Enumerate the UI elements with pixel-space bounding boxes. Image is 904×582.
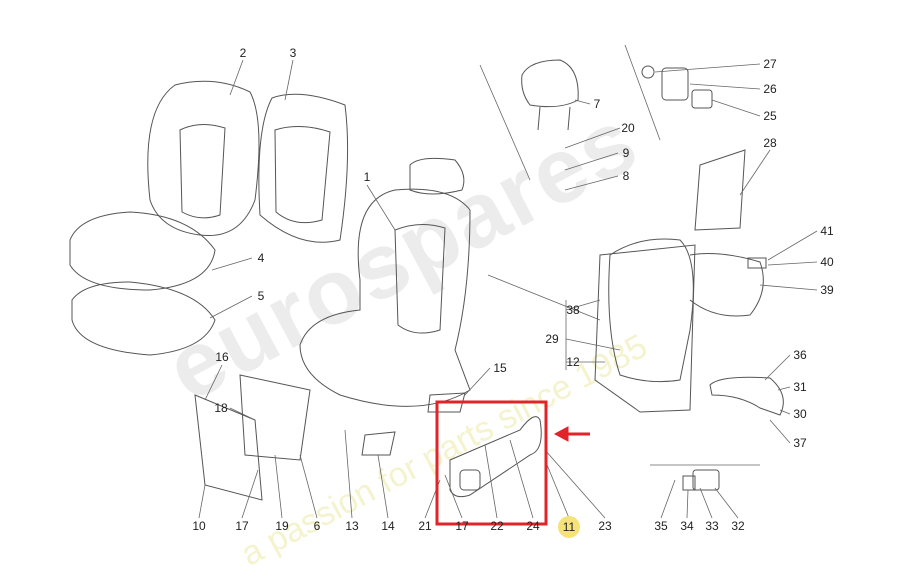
label-part-38[interactable]: 38 <box>566 303 580 317</box>
part-27 <box>641 65 655 79</box>
side-trim-part-11 <box>449 416 542 498</box>
label-part-12[interactable]: 12 <box>566 355 580 369</box>
label-part-14[interactable]: 14 <box>381 519 395 533</box>
part-15 <box>427 392 466 413</box>
label-part-11-highlighted[interactable]: 11 <box>558 516 580 538</box>
label-part-1[interactable]: 1 <box>363 170 371 184</box>
label-part-34[interactable]: 34 <box>680 519 694 533</box>
label-part-7[interactable]: 7 <box>593 97 601 111</box>
seat-assembly-part-1 <box>299 188 471 407</box>
label-part-32[interactable]: 32 <box>731 519 745 533</box>
label-part-33[interactable]: 33 <box>705 519 719 533</box>
label-part-25[interactable]: 25 <box>763 109 777 123</box>
armrest-part-30 <box>709 376 784 416</box>
label-part-8[interactable]: 8 <box>622 169 630 183</box>
seat-pad-part-5 <box>71 281 216 356</box>
label-part-31[interactable]: 31 <box>793 380 807 394</box>
label-part-21[interactable]: 21 <box>418 519 432 533</box>
switch-panel-part-6 <box>239 374 311 461</box>
backrest-panel-part-29 <box>594 244 696 413</box>
label-part-37[interactable]: 37 <box>793 436 807 450</box>
label-part-19[interactable]: 19 <box>275 519 289 533</box>
seat-backrest-part-2 <box>147 80 260 237</box>
backrest-frame <box>608 238 694 383</box>
label-part-2[interactable]: 2 <box>239 46 247 60</box>
label-part-16[interactable]: 16 <box>215 350 229 364</box>
label-part-26[interactable]: 26 <box>763 82 777 96</box>
label-part-9[interactable]: 9 <box>622 146 630 160</box>
label-part-3[interactable]: 3 <box>289 46 297 60</box>
seat-cushion-part-4 <box>69 211 216 291</box>
panel-part-28 <box>694 149 746 231</box>
part-40 <box>747 257 767 269</box>
label-part-28[interactable]: 28 <box>763 136 777 150</box>
part-25 <box>691 89 713 109</box>
label-part-23[interactable]: 23 <box>598 519 612 533</box>
label-part-22[interactable]: 22 <box>490 519 504 533</box>
label-part-15[interactable]: 15 <box>493 361 507 375</box>
label-part-41[interactable]: 41 <box>820 224 834 238</box>
part-14 <box>361 431 396 456</box>
label-part-17[interactable]: 17 <box>455 519 469 533</box>
label-part-5[interactable]: 5 <box>257 289 265 303</box>
label-part-18[interactable]: 18 <box>214 401 228 415</box>
label-part-20[interactable]: 20 <box>621 121 635 135</box>
label-part-29[interactable]: 29 <box>545 332 559 346</box>
leader-lines <box>198 44 818 519</box>
side-cover-part-10 <box>194 394 263 501</box>
label-part-24[interactable]: 24 <box>526 519 540 533</box>
label-part-10[interactable]: 10 <box>192 519 206 533</box>
label-part-30[interactable]: 30 <box>793 407 807 421</box>
switch-part-32 <box>692 469 720 491</box>
part-26 <box>661 67 689 101</box>
label-part-17[interactable]: 17 <box>235 519 249 533</box>
backrest-cover-part-3 <box>258 93 349 243</box>
label-part-39[interactable]: 39 <box>820 283 834 297</box>
label-part-27[interactable]: 27 <box>763 57 777 71</box>
switch-part-34 <box>682 475 696 491</box>
label-part-40[interactable]: 40 <box>820 255 834 269</box>
label-part-13[interactable]: 13 <box>345 519 359 533</box>
label-part-4[interactable]: 4 <box>257 251 265 265</box>
highlight-box <box>435 400 548 526</box>
label-part-36[interactable]: 36 <box>793 348 807 362</box>
headrest-part-7 <box>521 59 579 108</box>
label-part-6[interactable]: 6 <box>313 519 321 533</box>
label-part-35[interactable]: 35 <box>654 519 668 533</box>
